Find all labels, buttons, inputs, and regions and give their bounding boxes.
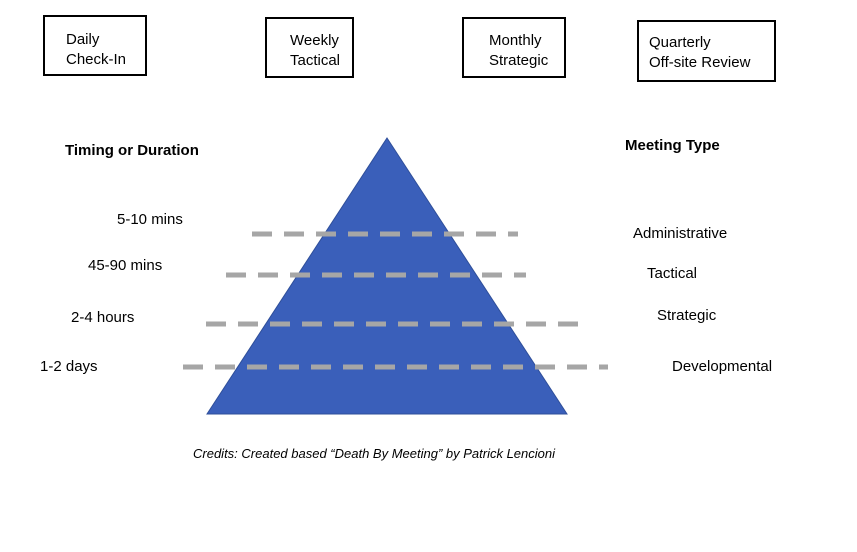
quarterly-offsite-box: Quarterly Off-site Review [637, 20, 776, 82]
timing-label: 2-4 hours [71, 309, 135, 326]
weekly-tactical-line2: Tactical [290, 52, 341, 69]
credits-caption: Credits: Created based “Death By Meeting… [193, 446, 556, 461]
timing-label: 5-10 mins [117, 211, 183, 228]
meeting-type-label: Developmental [672, 358, 773, 375]
daily-check-in-box: Daily Check-In [43, 15, 147, 76]
daily-check-in-line2: Check-In [66, 51, 127, 68]
monthly-strategic-line1: Monthly [489, 32, 542, 49]
meeting-type-label: Tactical [647, 265, 698, 282]
meeting-type-label: Strategic [657, 307, 717, 324]
meeting-type-label: Administrative [633, 225, 728, 242]
weekly-tactical-line1: Weekly [290, 32, 339, 49]
timing-label: 45-90 mins [88, 257, 163, 274]
monthly-strategic-box: Monthly Strategic [462, 17, 566, 78]
quarterly-offsite-line2: Off-site Review [649, 54, 751, 71]
monthly-strategic-line2: Strategic [489, 52, 549, 69]
quarterly-offsite-line1: Quarterly [649, 34, 711, 51]
weekly-tactical-box: Weekly Tactical [265, 17, 354, 78]
timing-heading: Timing or Duration [65, 142, 199, 159]
daily-check-in-line1: Daily [66, 31, 100, 48]
meeting-type-heading: Meeting Type [625, 137, 720, 154]
timing-label: 1-2 days [40, 358, 98, 375]
